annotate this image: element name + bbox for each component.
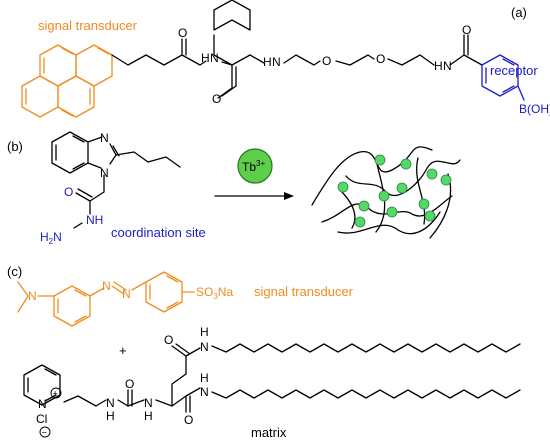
atom-n2-b: N xyxy=(100,166,109,180)
atom-h-amide1: H xyxy=(200,325,209,339)
negative-charge: − xyxy=(42,428,47,438)
plus-sign: + xyxy=(119,343,127,358)
panel-b-label: (b) xyxy=(7,139,23,154)
signal-transducer-label-a: signal transducer xyxy=(38,18,138,33)
atom-h-n1: H xyxy=(201,51,210,65)
atom-o4: O xyxy=(376,52,385,66)
metal-node xyxy=(358,200,370,212)
metal-node xyxy=(426,168,438,180)
matrix-label: matrix xyxy=(251,425,287,440)
atom-o5: O xyxy=(462,23,471,37)
panel-c: (c) N N N SO3Na signal transducer + xyxy=(7,264,521,440)
metal-node xyxy=(337,181,349,193)
sulfonate-group: SO3Na xyxy=(196,285,233,301)
atom-o2: O xyxy=(212,92,221,106)
atom-o-amide1: O xyxy=(164,333,173,347)
metal-node xyxy=(400,158,412,170)
phenylboronic-receptor xyxy=(481,54,525,101)
metal-node xyxy=(378,190,390,202)
pyrene-structure xyxy=(21,44,113,118)
chloride-ion: Cl xyxy=(36,412,47,426)
network-beads xyxy=(337,154,452,228)
atom-n-amide2: N xyxy=(200,385,209,399)
positive-charge-icon xyxy=(50,387,62,399)
atom-h-urea2: H xyxy=(144,409,153,423)
negative-charge-icon xyxy=(39,426,51,438)
metal-node xyxy=(374,154,386,166)
atom-n-amine: N xyxy=(28,289,37,303)
metal-node xyxy=(418,198,430,210)
coordination-network xyxy=(311,146,461,239)
positive-charge: + xyxy=(53,389,58,399)
atom-n3: N xyxy=(443,59,452,73)
atom-n-pyridinium: N xyxy=(38,397,47,411)
terbium-ion-icon xyxy=(237,148,273,184)
atom-h-urea1: H xyxy=(106,409,115,423)
panel-b: (b) N N O NH H2N coordination site Tb3+ xyxy=(7,131,461,246)
reaction-arrow-head xyxy=(284,192,294,200)
atom-n-amide1: N xyxy=(200,340,209,354)
hydrazide-nh2: H2N xyxy=(40,230,62,246)
atom-h-n3: H xyxy=(434,59,443,73)
receptor-label: receptor xyxy=(490,63,538,78)
panel-c-label: (c) xyxy=(7,264,22,279)
atom-n-azo1: N xyxy=(102,279,111,293)
atom-o1: O xyxy=(178,26,187,40)
atom-o3: O xyxy=(322,54,331,68)
atom-o-amide2: O xyxy=(184,413,193,427)
boronic-acid-group: B(OH)2 xyxy=(519,102,550,118)
coordination-site-label: coordination site xyxy=(111,225,206,240)
atom-h-n2: H xyxy=(263,55,272,69)
atom-n1-b: N xyxy=(100,131,109,145)
atom-n1: N xyxy=(210,51,219,65)
amide-to-receptor xyxy=(419,34,483,66)
signal-transducer-label-c: signal transducer xyxy=(254,284,354,299)
metal-node xyxy=(440,174,452,186)
metal-node xyxy=(396,182,408,194)
benzyl-phenyl-ring xyxy=(213,0,251,31)
panel-a: (a) signal transducer xyxy=(21,0,550,118)
atom-n-azo2: N xyxy=(122,287,131,301)
panel-a-label: (a) xyxy=(511,5,527,20)
atom-h-amide2: H xyxy=(200,371,209,385)
metal-node xyxy=(386,206,398,218)
atom-n-urea1: N xyxy=(106,396,115,410)
matrix-structure xyxy=(23,343,521,413)
peptide-linker xyxy=(111,34,421,99)
atom-n-urea2: N xyxy=(144,396,153,410)
benzimidazole-structure xyxy=(51,131,181,229)
metal-node xyxy=(354,216,366,228)
metal-node xyxy=(424,210,436,222)
methyl-orange-structure xyxy=(17,271,195,327)
atom-nh-b: NH xyxy=(86,213,103,227)
atom-n2: N xyxy=(272,55,281,69)
atom-o-urea: O xyxy=(125,377,134,391)
atom-o-b: O xyxy=(64,185,73,199)
terbium-ion-label: Tb3+ xyxy=(242,159,265,174)
